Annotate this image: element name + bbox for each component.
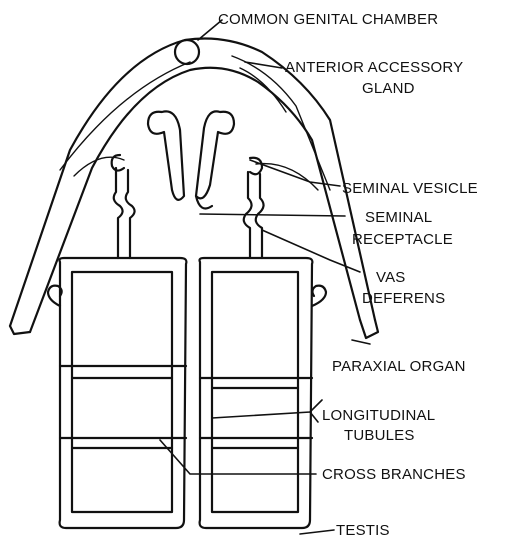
seminal-vesicle xyxy=(112,111,262,200)
label-anterior-accessory-gland-line1: ANTERIOR ACCESSORY xyxy=(285,59,463,76)
label-seminal-receptacle-line2: RECEPTACLE xyxy=(352,231,453,248)
paraxial-organ xyxy=(10,320,378,338)
label-testis: TESTIS xyxy=(336,522,390,539)
label-common-genital-chamber: COMMON GENITAL CHAMBER xyxy=(218,11,438,28)
label-vas-deferens-line1: VAS xyxy=(376,269,406,286)
label-vas-deferens-line2: DEFERENS xyxy=(362,290,445,307)
label-cross-branches: CROSS BRANCHES xyxy=(322,466,466,483)
right-testis xyxy=(200,258,327,528)
label-longitudinal-tubules-line2: TUBULES xyxy=(344,427,415,444)
left-testis xyxy=(48,258,186,528)
label-paraxial-organ: PARAXIAL ORGAN xyxy=(332,358,466,375)
label-longitudinal-tubules-line1: LONGITUDINAL xyxy=(322,407,435,424)
label-seminal-vesicle: SEMINAL VESICLE xyxy=(342,180,478,197)
leader-lines xyxy=(160,20,370,534)
label-anterior-accessory-gland-line2: GLAND xyxy=(362,80,415,97)
label-seminal-receptacle-line1: SEMINAL xyxy=(365,209,432,226)
common-genital-chamber xyxy=(175,40,199,64)
anterior-accessory-gland xyxy=(10,39,375,333)
